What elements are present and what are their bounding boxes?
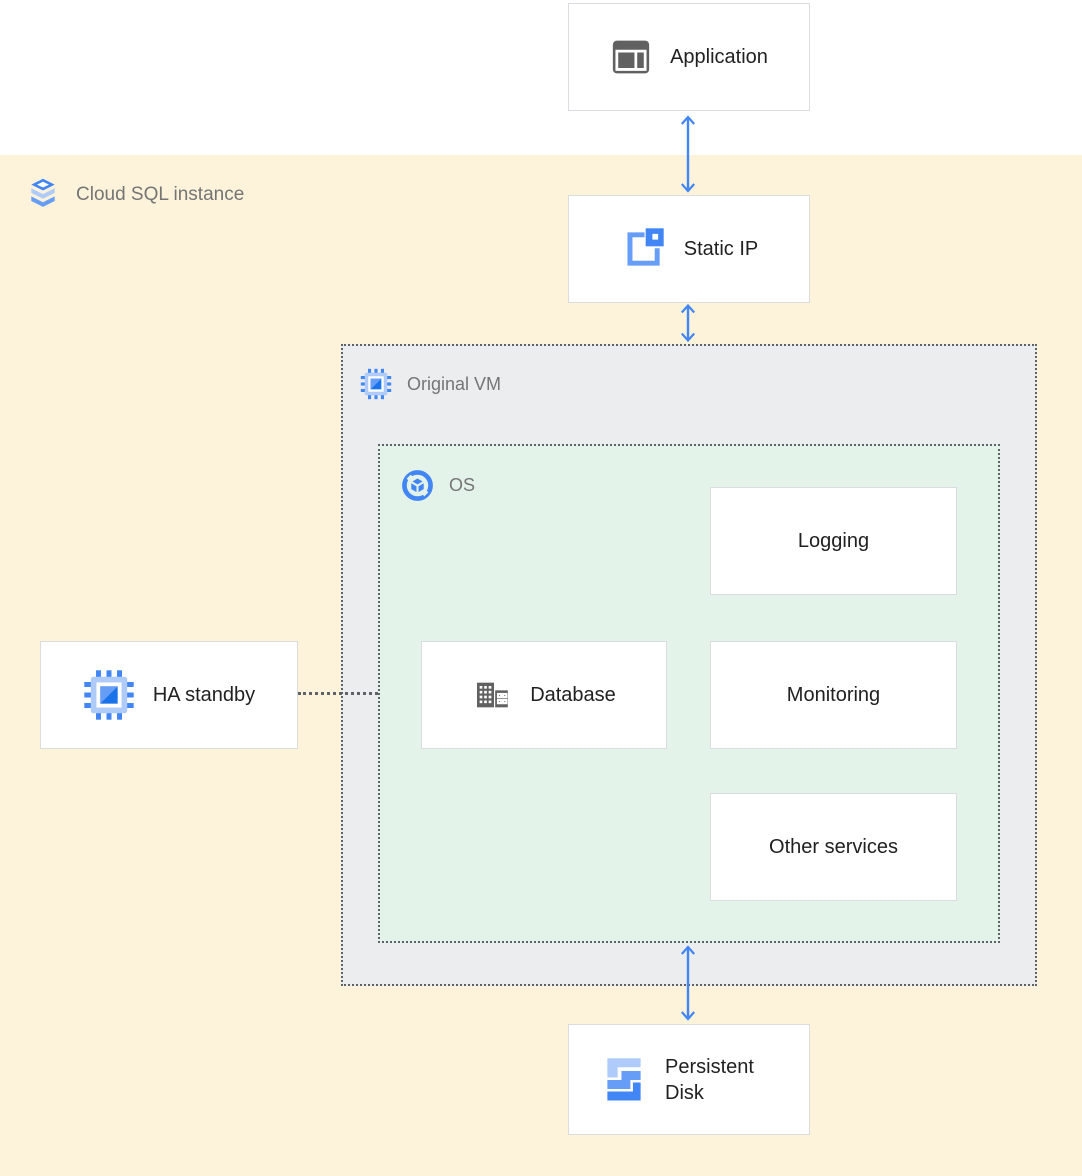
logging-label: Logging — [797, 529, 870, 552]
ha-standby-node: HA standby — [40, 641, 298, 749]
static-ip-node: Static IP — [568, 195, 810, 303]
os-label-row: OS — [401, 469, 475, 502]
application-window-icon — [610, 38, 652, 76]
arrow-os-persistent-disk — [680, 945, 696, 1021]
persistent-disk-label: Persistent Disk — [665, 1055, 754, 1104]
arrow-application-static-ip — [680, 115, 696, 193]
compute-engine-icon — [83, 669, 135, 721]
logging-node: Logging — [710, 487, 957, 595]
other-services-label: Other services — [769, 835, 898, 858]
persistent-disk-node: Persistent Disk — [568, 1024, 810, 1135]
application-label: Application — [670, 45, 768, 68]
database-label: Database — [530, 683, 616, 706]
os-icon — [401, 469, 434, 502]
ha-standby-label: HA standby — [152, 683, 256, 706]
os-label: OS — [449, 475, 476, 495]
original-vm-label: Original VM — [407, 373, 502, 394]
arrow-static-ip-original-vm — [680, 303, 696, 343]
compute-engine-icon — [360, 368, 392, 400]
cloud-sql-instance-label-row: Cloud SQL instance — [25, 177, 244, 213]
cloud-sql-instance-label: Cloud SQL instance — [76, 184, 245, 205]
static-ip-icon — [620, 226, 666, 272]
original-vm-label-row: Original VM — [360, 368, 501, 400]
static-ip-label: Static IP — [683, 237, 759, 260]
monitoring-node: Monitoring — [710, 641, 957, 749]
application-node: Application — [568, 3, 810, 111]
cloud-sql-icon — [25, 177, 61, 213]
persistent-disk-icon — [601, 1055, 647, 1105]
database-node: Database — [421, 641, 667, 749]
connector-ha-standby-to-os — [298, 692, 378, 695]
other-services-node: Other services — [710, 793, 957, 901]
database-building-icon — [472, 675, 512, 715]
monitoring-label: Monitoring — [786, 683, 881, 706]
